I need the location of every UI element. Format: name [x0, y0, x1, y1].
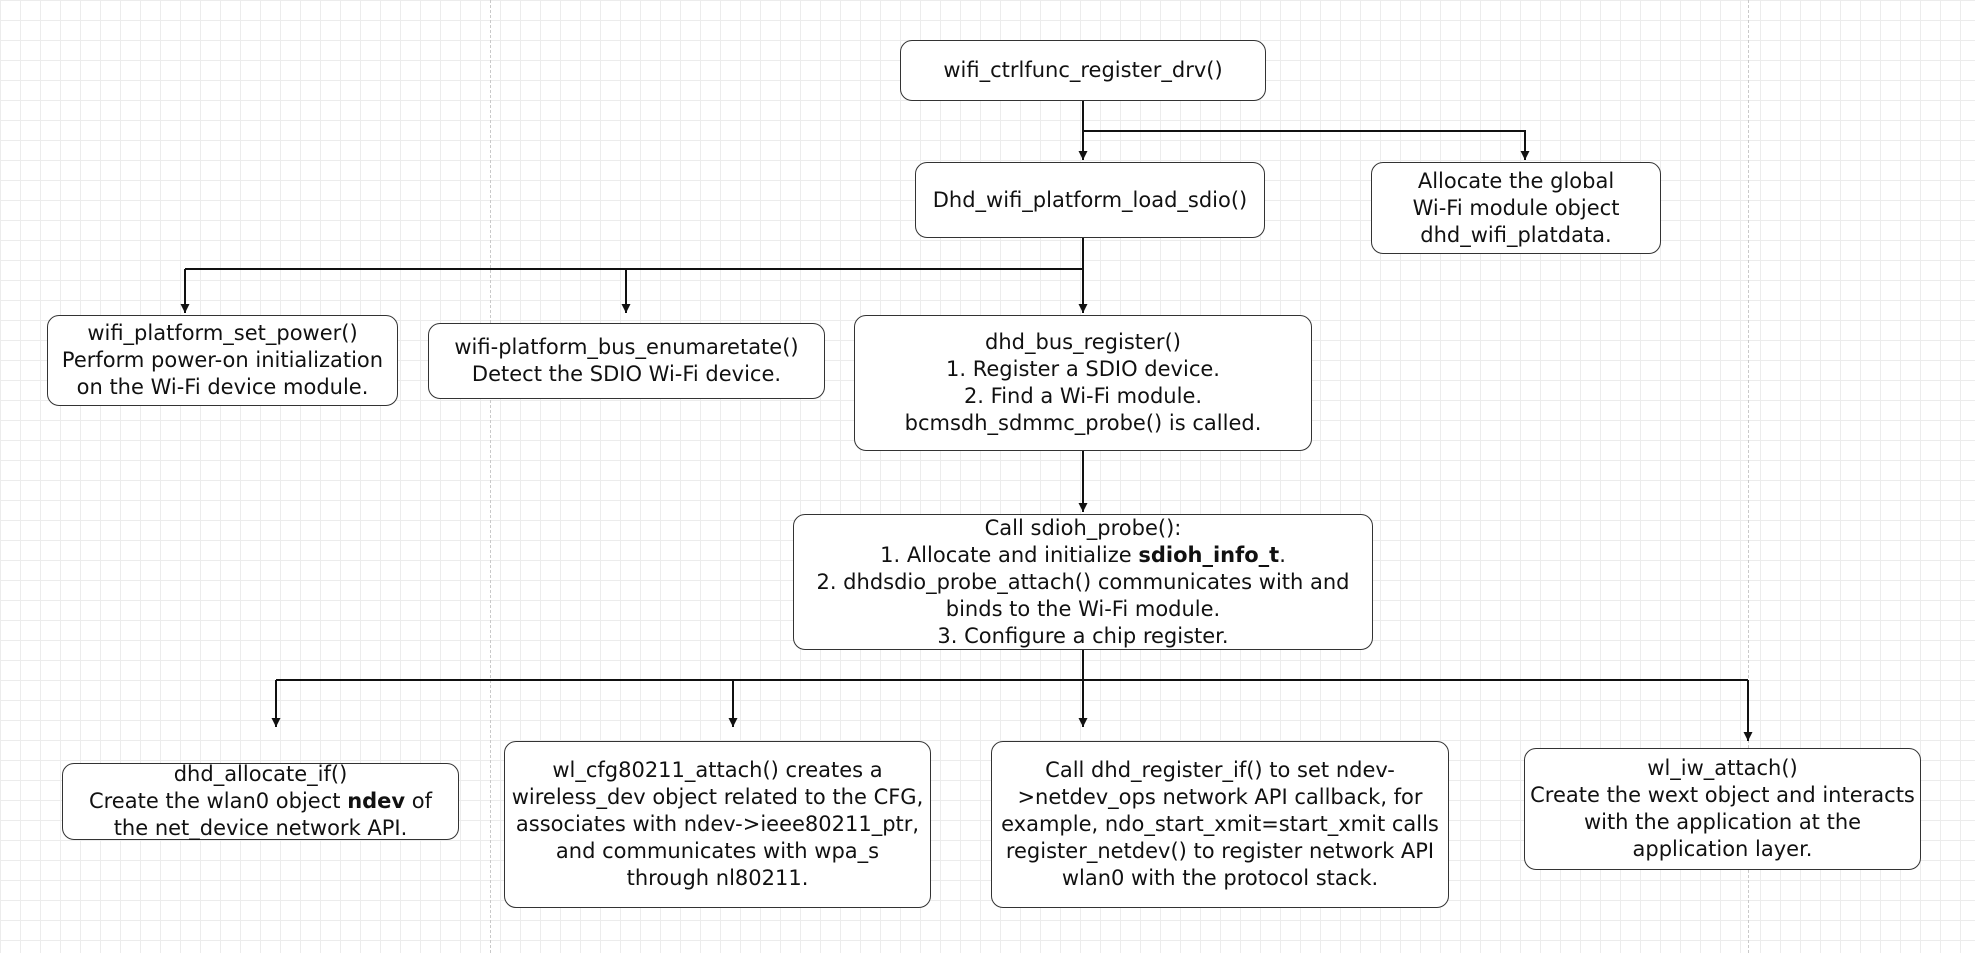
node-register-if-line: Call dhd_register_if() to set ndev-: [1045, 758, 1395, 782]
node-register-if-line: example, ndo_start_xmit=start_xmit calls: [1001, 812, 1439, 836]
node-allocate-if-line1: Create the wlan0 object ndev of: [89, 788, 432, 815]
node-bus-register-line: 1. Register a SDIO device.: [946, 357, 1220, 381]
node-ctrlfunc-title: wifi_ctrlfunc_register_drv(): [943, 58, 1223, 82]
node-sdioh-probe-line1: 1. Allocate and initialize sdioh_info_t.: [880, 542, 1286, 569]
node-load-sdio-title: Dhd_wifi_platform_load_sdio(): [932, 187, 1248, 212]
node-cfg80211-line: wireless_dev object related to the CFG,: [511, 785, 924, 809]
node-sdioh-probe: Call sdioh_probe(): 1. Allocate and init…: [793, 514, 1373, 650]
node-sdioh-probe-line: 2. dhdsdio_probe_attach() communicates w…: [816, 569, 1350, 594]
node-cfg80211-line: associates with ndev->ieee80211_ptr,: [515, 812, 920, 836]
node-register-if-line: >netdev_ops network API callback, for: [1017, 785, 1423, 809]
node-allocate-if-line1-suffix: of: [405, 789, 433, 813]
edge-ctrlfunc-allocate-global: [1083, 130, 1530, 160]
node-register-if-line: register_netdev() to register network AP…: [1005, 839, 1435, 863]
node-cfg80211-line: and communicates with wpa_s: [555, 839, 880, 863]
node-register-if: Call dhd_register_if() to set ndev- >net…: [991, 741, 1449, 908]
node-sdioh-probe-title: Call sdioh_probe():: [984, 515, 1182, 540]
node-set-power-line: on the Wi-Fi device module.: [76, 375, 369, 399]
node-allocate-global-line: dhd_wifi_platdata.: [1420, 222, 1612, 247]
node-register-if-line: wlan0 with the protocol stack.: [1061, 866, 1379, 890]
node-iw-attach-line: Create the wext object and interacts: [1530, 783, 1915, 807]
node-sdioh-probe-line1-suffix: .: [1279, 542, 1286, 567]
node-cfg80211-line: wl_cfg80211_attach() creates a: [552, 758, 883, 782]
node-allocate-global: Allocate the global Wi-Fi module object …: [1371, 162, 1661, 254]
node-allocate-global-line: Wi-Fi module object: [1412, 195, 1620, 220]
node-allocate-if-line1-prefix: Create the wlan0 object: [88, 789, 348, 813]
node-cfg80211-attach: wl_cfg80211_attach() creates a wireless_…: [504, 741, 931, 908]
node-set-power-title: wifi_platform_set_power(): [87, 321, 358, 345]
node-set-power-line: Perform power-on initialization: [61, 348, 384, 372]
node-ctrlfunc-register-drv: wifi_ctrlfunc_register_drv(): [900, 40, 1266, 101]
node-sdioh-probe-line: binds to the Wi-Fi module.: [945, 596, 1221, 621]
node-bus-register-line: bcmsdh_sdmmc_probe() is called.: [904, 411, 1262, 435]
node-iw-attach-line: application layer.: [1632, 837, 1813, 861]
node-bus-enum: wifi-platform_bus_enumaretate() Detect t…: [428, 323, 825, 399]
node-allocate-if-line: the net_device network API.: [113, 816, 408, 840]
node-allocate-if: dhd_allocate_if() Create the wlan0 objec…: [62, 762, 459, 840]
node-bus-enum-line: Detect the SDIO Wi-Fi device.: [471, 362, 782, 386]
node-set-power: wifi_platform_set_power() Perform power-…: [47, 315, 398, 406]
node-bus-register: dhd_bus_register() 1. Register a SDIO de…: [854, 315, 1312, 451]
guide-line: [490, 0, 491, 953]
node-allocate-if-line1-bold: ndev: [347, 789, 406, 813]
guide-line: [1748, 0, 1749, 953]
node-cfg80211-line: through nl80211.: [626, 866, 809, 890]
node-load-sdio: Dhd_wifi_platform_load_sdio(): [915, 162, 1265, 238]
node-bus-register-title: dhd_bus_register(): [985, 330, 1181, 354]
node-iw-attach: wl_iw_attach() Create the wext object an…: [1524, 748, 1921, 870]
node-sdioh-probe-line: 3. Configure a chip register.: [937, 623, 1229, 648]
node-sdioh-probe-line1-bold: sdioh_info_t: [1138, 542, 1280, 567]
node-allocate-global-line: Allocate the global: [1417, 168, 1615, 193]
node-bus-enum-title: wifi-platform_bus_enumaretate(): [454, 335, 799, 359]
node-iw-attach-line: with the application at the: [1583, 810, 1862, 834]
node-sdioh-probe-line1-prefix: 1. Allocate and initialize: [880, 542, 1139, 567]
node-allocate-if-title: dhd_allocate_if(): [173, 762, 348, 786]
node-bus-register-line: 2. Find a Wi-Fi module.: [963, 384, 1203, 408]
node-iw-attach-title: wl_iw_attach(): [1647, 756, 1798, 780]
